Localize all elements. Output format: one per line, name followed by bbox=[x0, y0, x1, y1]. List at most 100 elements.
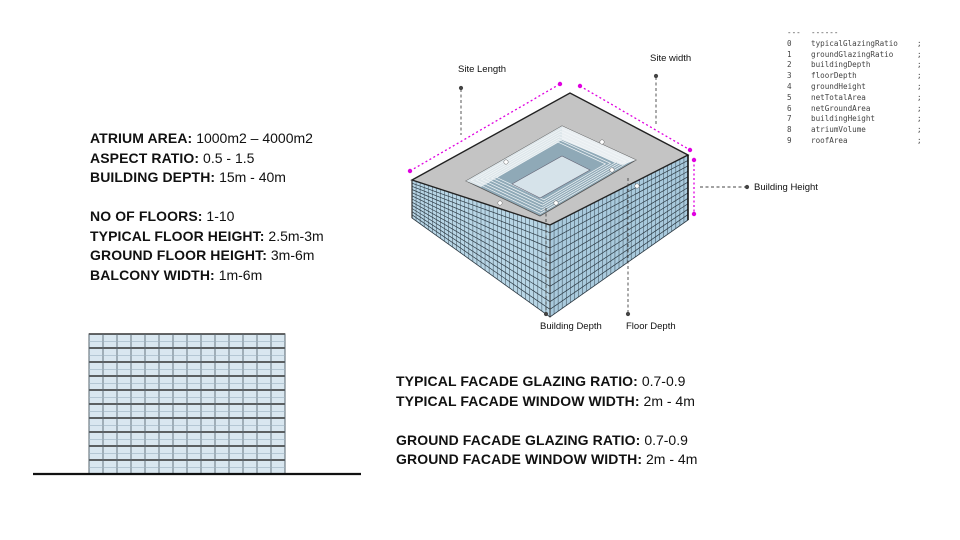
facade-floor-line bbox=[411, 186, 551, 241]
param-row-typical-floor-height: TYPICAL FLOOR HEIGHT: 2.5m-3m bbox=[90, 227, 324, 247]
facade-floor-line bbox=[411, 205, 551, 287]
param-row-aspect-ratio: ASPECT RATIO: 0.5 - 1.5 bbox=[90, 149, 324, 169]
facade-floor-line bbox=[549, 187, 689, 272]
facade-floor-line bbox=[411, 214, 551, 310]
param-key: GROUND FLOOR HEIGHT: bbox=[90, 247, 267, 263]
variable-suffix: ; bbox=[917, 125, 922, 135]
param-key: ASPECT RATIO: bbox=[90, 149, 200, 166]
label-floor-depth: Floor Depth bbox=[626, 321, 676, 332]
param-row-ground-glazing-ratio: GROUND FACADE GLAZING RATIO: 0.7-0.9 bbox=[396, 431, 697, 451]
variable-name: netTotalArea bbox=[811, 92, 866, 102]
variable-suffix: ; bbox=[917, 49, 922, 59]
marker-point bbox=[599, 139, 605, 145]
leader-dot bbox=[458, 85, 464, 91]
variable-row: 1 groundGlazingRatio; bbox=[787, 50, 922, 61]
atrium-floor-ring bbox=[475, 131, 627, 211]
variable-row: 3 floorDepth; bbox=[787, 71, 922, 82]
param-row-typical-glazing-ratio: TYPICAL FACADE GLAZING RATIO: 0.7-0.9 bbox=[396, 372, 697, 392]
label-building-height: Building Height bbox=[754, 182, 818, 193]
facade-grid bbox=[411, 157, 689, 315]
variable-suffix: ; bbox=[917, 71, 922, 81]
param-row-ground-floor-height: GROUND FLOOR HEIGHT: 3m-6m bbox=[90, 246, 324, 266]
facade-floor-line bbox=[411, 182, 551, 233]
variable-index: 2 bbox=[787, 60, 792, 70]
param-value: 1000m2 – 4000m2 bbox=[196, 130, 313, 146]
atrium-wall bbox=[562, 126, 636, 165]
facade-floor-line bbox=[549, 203, 689, 295]
facade-floor-line bbox=[549, 160, 689, 233]
leader-dots bbox=[458, 73, 750, 317]
variable-name: atriumVolume bbox=[811, 125, 866, 135]
atrium-floor bbox=[511, 155, 591, 199]
param-value: 2.5m-3m bbox=[268, 227, 324, 244]
param-key: TYPICAL FACADE GLAZING RATIO: bbox=[396, 373, 638, 389]
label-building-depth: Building Depth bbox=[540, 321, 602, 332]
facade-floor-line bbox=[549, 208, 689, 302]
param-key: BUILDING DEPTH: bbox=[90, 169, 216, 185]
facade-parameter-list: TYPICAL FACADE GLAZING RATIO: 0.7-0.9 TY… bbox=[396, 372, 697, 470]
variable-name: buildingDepth bbox=[811, 60, 871, 70]
facade-floor-line bbox=[549, 214, 689, 310]
param-value: 0.5 - 1.5 bbox=[203, 149, 255, 166]
variable-index: 1 bbox=[787, 49, 792, 59]
marker-point bbox=[609, 167, 615, 173]
facade-floor-line bbox=[549, 170, 689, 249]
facade-floor-line bbox=[549, 165, 689, 241]
variable-row: 8 atriumVolume; bbox=[787, 125, 922, 136]
param-value: 0.7-0.9 bbox=[641, 373, 686, 389]
facade-elevation bbox=[33, 333, 361, 476]
atrium-floor-ring bbox=[490, 139, 612, 203]
param-key: TYPICAL FLOOR HEIGHT: bbox=[90, 227, 265, 244]
variable-name: typicalGlazingRatio bbox=[811, 38, 898, 48]
param-value: 2m - 4m bbox=[646, 451, 698, 467]
facade-floor-line bbox=[411, 189, 551, 249]
param-value: 15m - 40m bbox=[219, 169, 286, 185]
leader-dot bbox=[653, 73, 659, 79]
variable-index: 5 bbox=[787, 92, 792, 102]
param-row-ground-window-width: GROUND FACADE WINDOW WIDTH: 2m - 4m bbox=[396, 450, 697, 470]
dimension-endpoint bbox=[691, 157, 697, 163]
variable-name: floorDepth bbox=[811, 71, 857, 81]
dimension-endpoint bbox=[691, 211, 697, 217]
param-key: BALCONY WIDTH: bbox=[90, 266, 215, 283]
variable-index: 3 bbox=[787, 71, 792, 81]
dimension-endpoint bbox=[577, 83, 583, 89]
variable-name: ------ bbox=[811, 28, 839, 37]
elevation-grid bbox=[88, 333, 286, 475]
variable-index: 4 bbox=[787, 81, 792, 91]
dimension-endpoint bbox=[407, 168, 413, 174]
variable-index: 9 bbox=[787, 135, 792, 145]
param-value: 1-10 bbox=[206, 208, 235, 224]
variable-index: 8 bbox=[787, 125, 792, 135]
label-site-length: Site Length bbox=[458, 64, 507, 75]
param-key: ATRIUM AREA: bbox=[90, 130, 193, 146]
param-value: 3m-6m bbox=[270, 247, 315, 263]
param-row-balcony-width: BALCONY WIDTH: 1m-6m bbox=[90, 266, 324, 286]
leader-dot bbox=[625, 311, 631, 317]
variable-name: groundGlazingRatio bbox=[811, 49, 894, 59]
variable-index: 0 bbox=[787, 38, 792, 48]
marker-point bbox=[503, 159, 509, 165]
variable-suffix: ; bbox=[917, 38, 922, 48]
param-row-no-of-floors: NO OF FLOORS: 1-10 bbox=[90, 207, 324, 227]
facade-floor-line bbox=[549, 198, 689, 287]
facade-floor-line bbox=[549, 181, 689, 264]
leader-lines bbox=[460, 77, 745, 313]
atrium-floor-ring bbox=[480, 133, 622, 209]
variable-name: netGroundArea bbox=[811, 103, 871, 113]
variable-suffix: ; bbox=[917, 81, 922, 91]
marker-point bbox=[497, 200, 503, 206]
param-key: TYPICAL FACADE WINDOW WIDTH: bbox=[396, 392, 640, 409]
variable-suffix: ; bbox=[917, 135, 922, 145]
marker-point bbox=[634, 183, 640, 189]
param-row-building-depth: BUILDING DEPTH: 15m - 40m bbox=[90, 168, 324, 188]
left-parameter-list: ATRIUM AREA: 1000m2 – 4000m2 ASPECT RATI… bbox=[90, 129, 324, 285]
param-row-typical-window-width: TYPICAL FACADE WINDOW WIDTH: 2m - 4m bbox=[396, 392, 697, 412]
variable-index: 6 bbox=[787, 103, 792, 113]
variable-name: roofArea bbox=[811, 135, 848, 145]
dimension-endpoint bbox=[687, 147, 693, 153]
